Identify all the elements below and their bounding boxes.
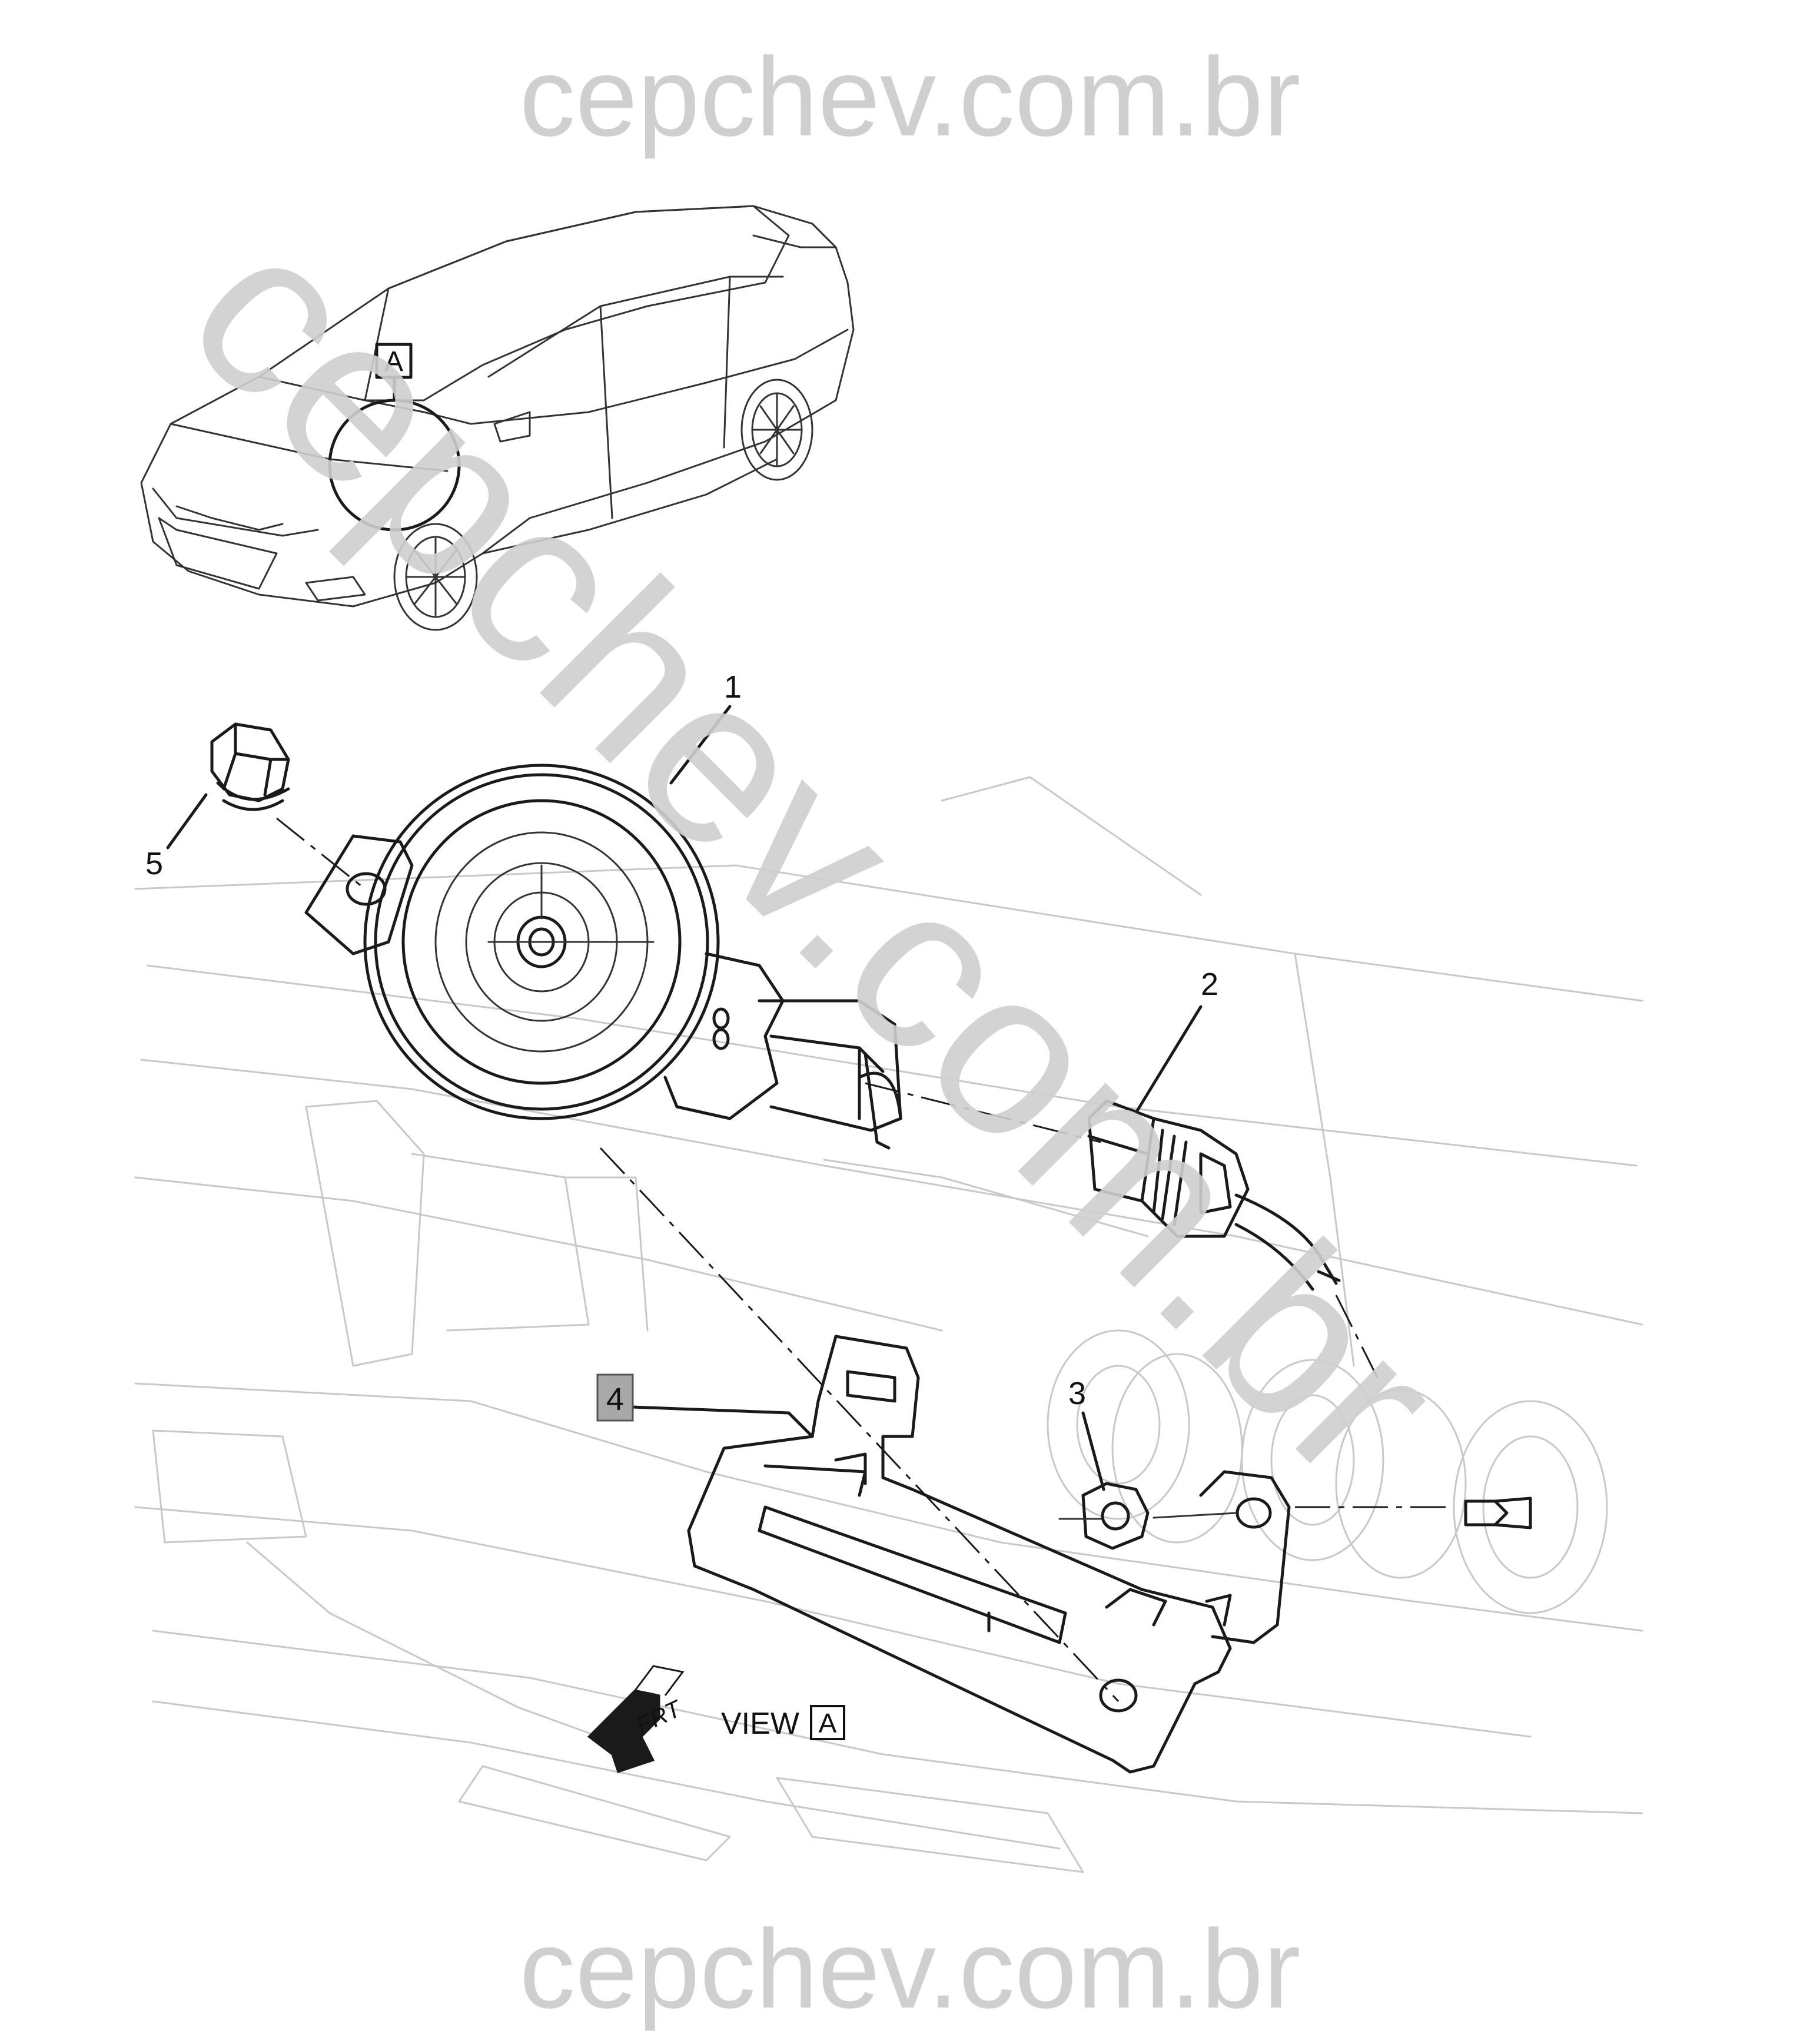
watermark-bottom: cepchev.com.br [519,1907,1300,2032]
vehicle-marker-label: A [384,346,403,377]
watermark-top: cepchev.com.br [519,35,1300,160]
view-marker-label: A [819,1708,837,1738]
part-1-horn [304,764,902,1150]
part-3-nut [1058,1482,1532,1550]
leader-lines [166,705,1203,1491]
background-structure [134,776,1643,1873]
vehicle-overview [140,205,855,631]
callout-1: 1 [724,669,742,705]
callout-4-box: 4 [596,1373,634,1422]
view-marker-box [810,1705,845,1740]
front-direction-arrow: FRT [587,1665,686,1773]
view-label: VIEW [721,1707,799,1741]
part-2-connector [1087,1099,1379,1378]
vehicle-detail-callout: A [328,343,461,532]
callout-3: 3 [1068,1376,1086,1411]
callout-5: 5 [145,846,163,881]
part-4-bracket [687,1335,1291,1774]
callout-2: 2 [1201,967,1218,1002]
part-5-bolt [210,722,366,890]
callout-4: 4 [606,1382,624,1417]
